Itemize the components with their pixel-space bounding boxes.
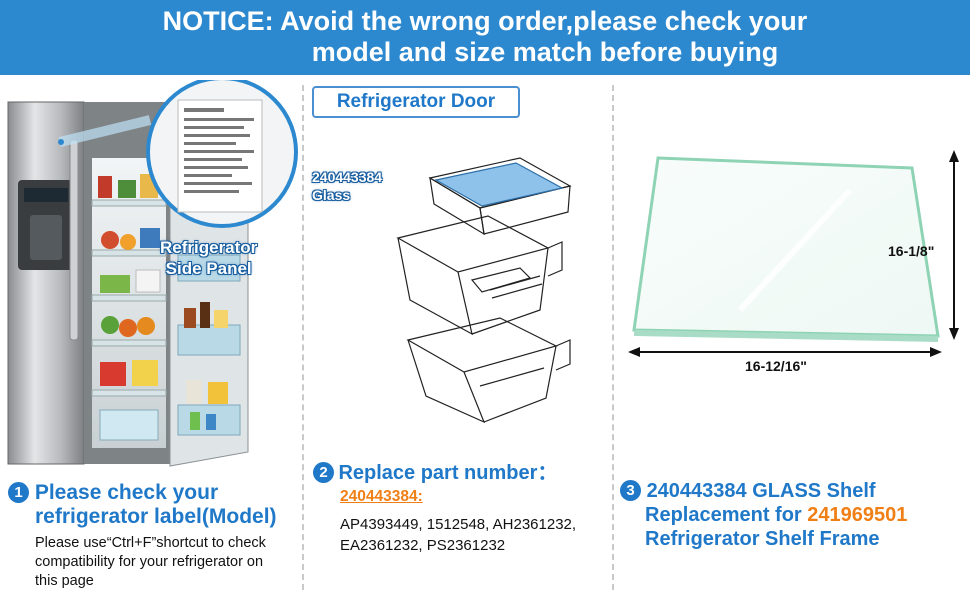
door-title: Refrigerator Door	[312, 86, 520, 118]
notice-line-1: NOTICE: Avoid the wrong order,please che…	[162, 6, 808, 36]
door-bin-diagram	[396, 157, 572, 424]
replacement-part-number: 241969501	[807, 504, 908, 526]
height-dimension: 16-1/8"	[888, 243, 935, 259]
callout-line-2: Side Panel	[165, 259, 252, 278]
glass-highlight	[434, 162, 564, 207]
divider-2	[612, 85, 614, 590]
fridge-image	[7, 76, 298, 467]
instructions-line-2: compatibility for your refrigerator on	[35, 554, 264, 570]
step-1-badge: 1	[8, 482, 29, 503]
callout-line-1: Refrigerator	[160, 238, 258, 257]
notice-line-2: model and size match before buying	[311, 37, 779, 67]
fridge-photo: Refrigerator Side Panel	[0, 76, 300, 475]
instructions-line-1: Please use“Ctrl+F”shortcut to check	[35, 535, 266, 551]
step-1-heading: 1 Please check your refrigerator label(M…	[8, 481, 300, 529]
step-1-heading-line-1: Please check your	[34, 481, 219, 504]
glass-callout-part: 240443384	[312, 169, 383, 185]
step-3-heading-line-3: Refrigerator Shelf Frame	[645, 528, 880, 550]
step-2-heading: 2 Replace part number：	[313, 456, 608, 485]
glass-shelf-image	[628, 150, 959, 357]
divider-1	[302, 85, 304, 590]
alternate-part-numbers: AP4393449, 1512548, AH2361232, EA2361232…	[340, 514, 610, 556]
instructions-line-3: this page	[35, 573, 94, 589]
step-3-badge: 3	[620, 480, 641, 501]
step-2-heading-text: Replace part number：	[338, 462, 558, 484]
glass-callout: 240443384 Glass	[312, 168, 382, 204]
glass-callout-material: Glass	[312, 187, 351, 203]
alt-parts-line-1: AP4393449, 1512548, AH2361232,	[340, 516, 577, 533]
step-3-heading-line-1: 240443384 GLASS Shelf	[646, 480, 876, 502]
step-1-instructions: Please use“Ctrl+F”shortcut to check comp…	[35, 534, 305, 591]
step-2-badge: 2	[313, 462, 334, 483]
notice-banner: NOTICE: Avoid the wrong order,please che…	[0, 0, 970, 75]
step-3-heading: 3 240443384 GLASS Shelf Replacement for …	[620, 479, 965, 551]
part-number: 240443384:	[340, 488, 423, 505]
step-3-heading-line-2: Replacement for	[645, 504, 808, 526]
side-panel-callout: Refrigerator Side Panel	[160, 237, 257, 279]
step-1-heading-line-2: refrigerator label(Model)	[35, 505, 277, 528]
width-dimension: 16-12/16"	[745, 358, 807, 374]
dimension-arrow-icon	[628, 150, 959, 357]
alt-parts-line-2: EA2361232, PS2361232	[340, 537, 506, 554]
